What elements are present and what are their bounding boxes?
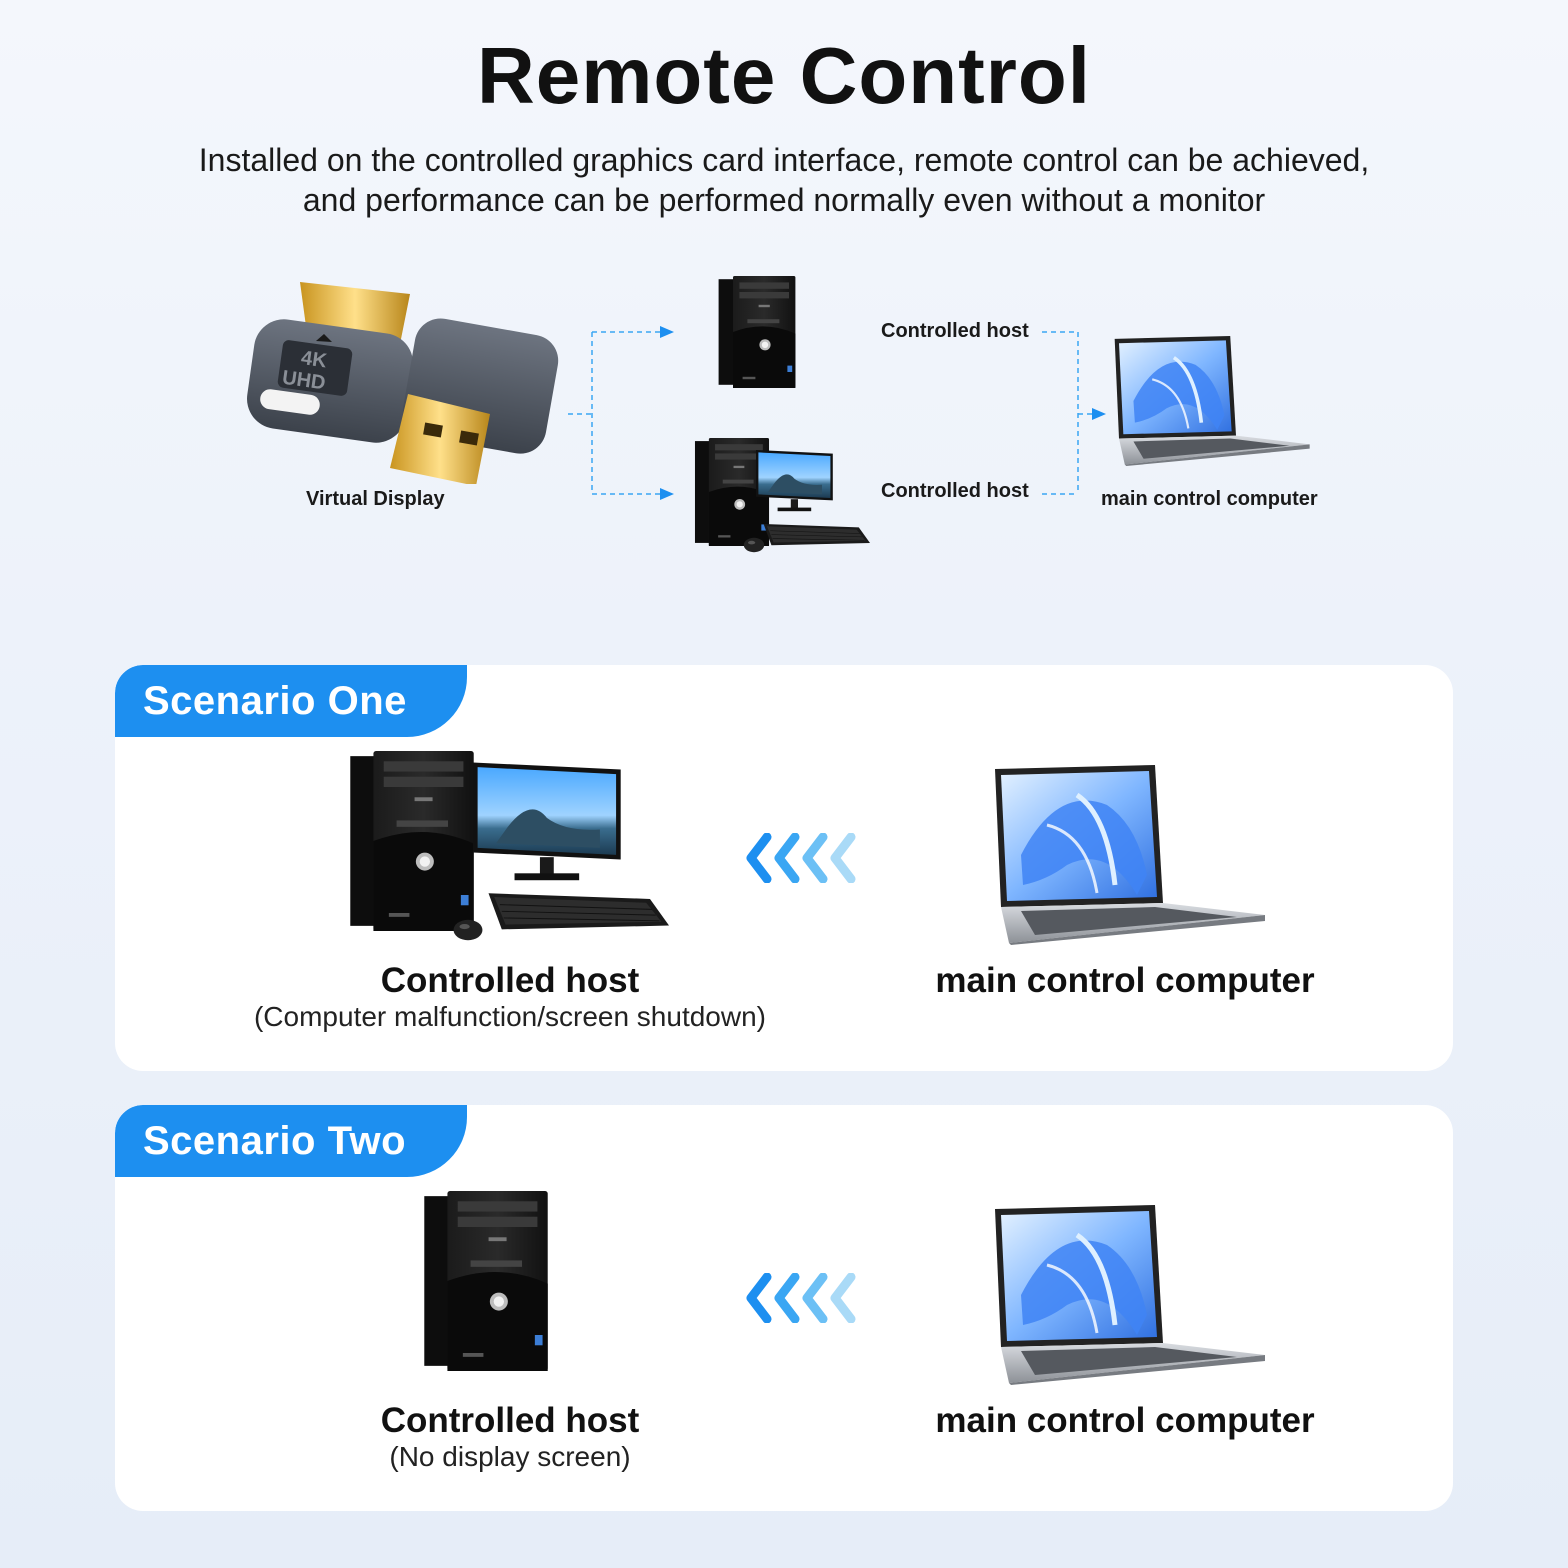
controlled-host-title: Controlled host bbox=[380, 961, 640, 1000]
subtitle-line-1: Installed on the controlled graphics car… bbox=[198, 142, 1370, 178]
main-control-title: main control computer bbox=[935, 961, 1315, 1000]
tower-pc-image bbox=[419, 1191, 553, 1371]
subtitle-line-2: and performance can be performed normall… bbox=[302, 182, 1266, 218]
controlled-host-label-top: Controlled host bbox=[881, 320, 1029, 342]
scenario-one-tab: Scenario One bbox=[115, 665, 467, 737]
hdmi-adapter-image: 4K UHD bbox=[247, 282, 559, 484]
scenario-two-card: Scenario Two Controlled host (No display… bbox=[115, 1105, 1453, 1511]
scenario-one-card: Scenario One Controlled host (Computer m… bbox=[115, 665, 1453, 1071]
controlled-host-title: Controlled host bbox=[380, 1401, 640, 1440]
keyboard-image-small bbox=[758, 524, 870, 552]
tower-pc-image-top bbox=[712, 276, 802, 388]
monitor-image-small bbox=[756, 448, 834, 518]
virtual-display-label: Virtual Display bbox=[306, 488, 445, 510]
laptop-image bbox=[987, 765, 1267, 945]
tower-pc-image bbox=[345, 751, 479, 931]
main-control-label: main control computer bbox=[1101, 488, 1318, 510]
laptop-image bbox=[987, 1205, 1267, 1385]
mouse-image-small bbox=[742, 536, 766, 554]
controlled-host-subtitle: (Computer malfunction/screen shutdown) bbox=[253, 1001, 766, 1032]
laptop-image-small bbox=[1108, 336, 1312, 466]
connector-lines bbox=[568, 326, 1106, 500]
controlled-host-subtitle: (No display screen) bbox=[389, 1441, 631, 1472]
page-title: Remote Control bbox=[477, 31, 1091, 120]
mouse-image bbox=[451, 917, 485, 943]
connection-diagram: 4K UHD Virtual Display Controlled host C… bbox=[0, 250, 1568, 580]
controlled-host-label-bottom: Controlled host bbox=[881, 480, 1029, 502]
signal-arrows-icon bbox=[745, 1273, 865, 1323]
scenario-two-tab: Scenario Two bbox=[115, 1105, 467, 1177]
keyboard-image bbox=[479, 893, 669, 941]
page-subtitle: Installed on the controlled graphics car… bbox=[0, 140, 1568, 220]
signal-arrows-icon bbox=[745, 833, 865, 883]
main-control-title: main control computer bbox=[935, 1401, 1315, 1440]
monitor-image bbox=[473, 761, 623, 891]
adapter-badge-4k: 4K bbox=[300, 347, 329, 372]
